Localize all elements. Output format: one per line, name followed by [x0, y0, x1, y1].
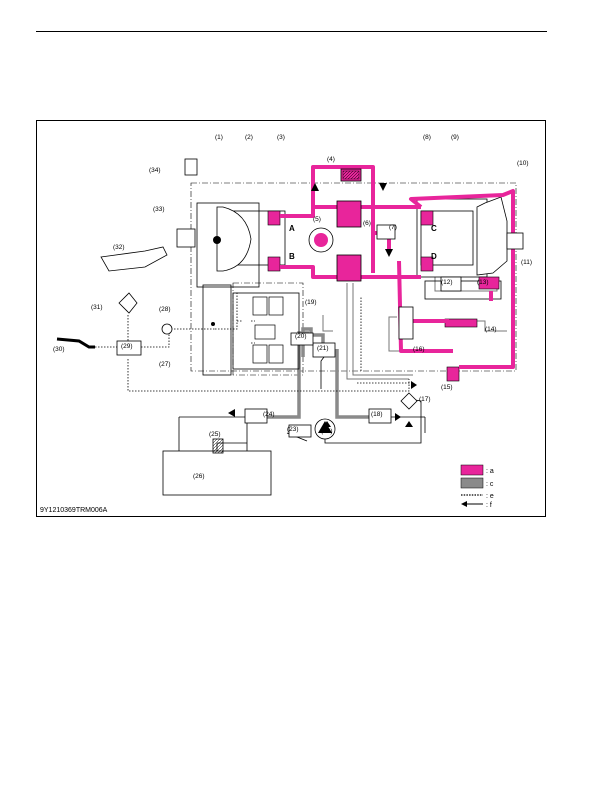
callout-label: (10) — [517, 160, 529, 167]
callout-label: (8) — [423, 134, 431, 141]
callout-label: (12) — [441, 279, 453, 286]
motor-lower-casing — [424, 280, 502, 300]
callout-label: (17) — [419, 396, 431, 403]
pump-housing — [196, 202, 260, 288]
port-label: C — [431, 224, 437, 233]
callout-label: (3) — [277, 134, 285, 141]
servo-block — [232, 292, 300, 370]
callout-label: (32) — [113, 244, 125, 251]
link-dot — [211, 322, 215, 326]
pedal-32 — [100, 246, 168, 272]
valve-18 — [368, 408, 392, 424]
port-label: B — [289, 252, 295, 261]
port-label: D — [431, 252, 437, 261]
legend-swatch-c — [460, 477, 484, 489]
transmission-case-26 — [162, 450, 272, 496]
callout-label: (27) — [159, 361, 171, 368]
callout-label: (4) — [327, 156, 335, 163]
charge-pump-core — [314, 233, 328, 247]
pilot-lines — [95, 291, 411, 392]
callout-label: (25) — [209, 431, 221, 438]
speed-sensor-33 — [176, 228, 196, 248]
sensor-11 — [506, 232, 524, 250]
callout-label: (29) — [121, 343, 133, 350]
figure-id: 9Y1210369TRM006A — [40, 507, 108, 514]
valve-20 — [290, 332, 314, 346]
oil-cooler-24 — [244, 408, 268, 424]
sensor-28 — [161, 323, 173, 335]
return-lines — [322, 277, 507, 380]
legend-label-a: : a — [486, 468, 494, 475]
filter-element — [342, 170, 360, 180]
diagram-frame: A B C D (1) (2) (3) (4) (5) (6) (7) (8) (9) (10) (11)… — [36, 120, 546, 517]
legend-swatch-a — [460, 464, 484, 476]
solenoid-valve-16 — [398, 306, 414, 340]
legend-label-e: : e — [486, 493, 494, 500]
callout-group: (1) (2) (3) (4) (5) (6) (7) (8) (9) (10) (11) (12) (… — [53, 134, 532, 480]
callout-label: (2) — [245, 134, 253, 141]
callout-label: (30) — [53, 346, 65, 353]
relief-valve-23 — [288, 424, 312, 438]
callout-label: (34) — [149, 167, 161, 174]
sensor-31 — [118, 292, 138, 314]
callout-label: (18) — [371, 411, 383, 418]
callout-label: (24) — [263, 411, 275, 418]
port-label: A — [289, 224, 295, 233]
callout-label: (33) — [153, 206, 165, 213]
callout-label: (31) — [91, 304, 103, 311]
callout-label: (16) — [413, 346, 425, 353]
callout-label: (6) — [363, 220, 371, 227]
callout-label: (11) — [521, 259, 532, 266]
callout-label: (7) — [389, 224, 397, 231]
valve-21 — [312, 342, 336, 358]
legend: : a : c : e : f — [460, 464, 494, 509]
callout-label: (26) — [193, 473, 205, 480]
suction-strainer-25 — [212, 438, 224, 454]
servo-solenoids — [252, 296, 284, 364]
switch-34 — [184, 158, 198, 176]
hst-casings — [196, 198, 502, 376]
callout-label: (19) — [305, 299, 317, 306]
callout-label: (1) — [215, 134, 223, 141]
valve-12 — [440, 276, 462, 292]
callout-label: (15) — [441, 384, 453, 391]
flow-arrows — [228, 183, 417, 427]
callout-label: (21) — [317, 345, 329, 352]
charge-circuit — [267, 327, 369, 419]
callout-label: (28) — [159, 306, 171, 313]
callout-label: (5) — [313, 216, 321, 223]
callout-label: (13) — [477, 279, 489, 286]
callout-label: (23) — [287, 426, 299, 433]
hydraulic-circuit-diagram: A B C D (1) (2) (3) (4) (5) (6) (7) (8) (9) (10) (11)… — [53, 134, 532, 509]
callout-label: (22) — [321, 428, 333, 435]
lower-components — [116, 158, 524, 496]
legend-label-c: : c — [486, 481, 494, 488]
swash-plate-pump — [216, 206, 252, 272]
callout-label: (9) — [451, 134, 459, 141]
swash-plate-motor — [476, 196, 508, 276]
pump-spring-housing — [202, 284, 232, 376]
legend-arrow-icon — [461, 501, 467, 507]
motor-cylinder-block — [420, 210, 474, 266]
trunnion-dot — [213, 236, 221, 244]
port-letter-group: A B C D — [289, 224, 437, 261]
filter-17 — [400, 392, 418, 410]
callout-label: (20) — [295, 333, 307, 340]
lever-30 — [56, 337, 95, 349]
legend-label-f: : f — [486, 502, 492, 509]
controller-29 — [116, 340, 142, 356]
header-rule — [36, 31, 547, 32]
callout-label: (14) — [485, 326, 497, 333]
